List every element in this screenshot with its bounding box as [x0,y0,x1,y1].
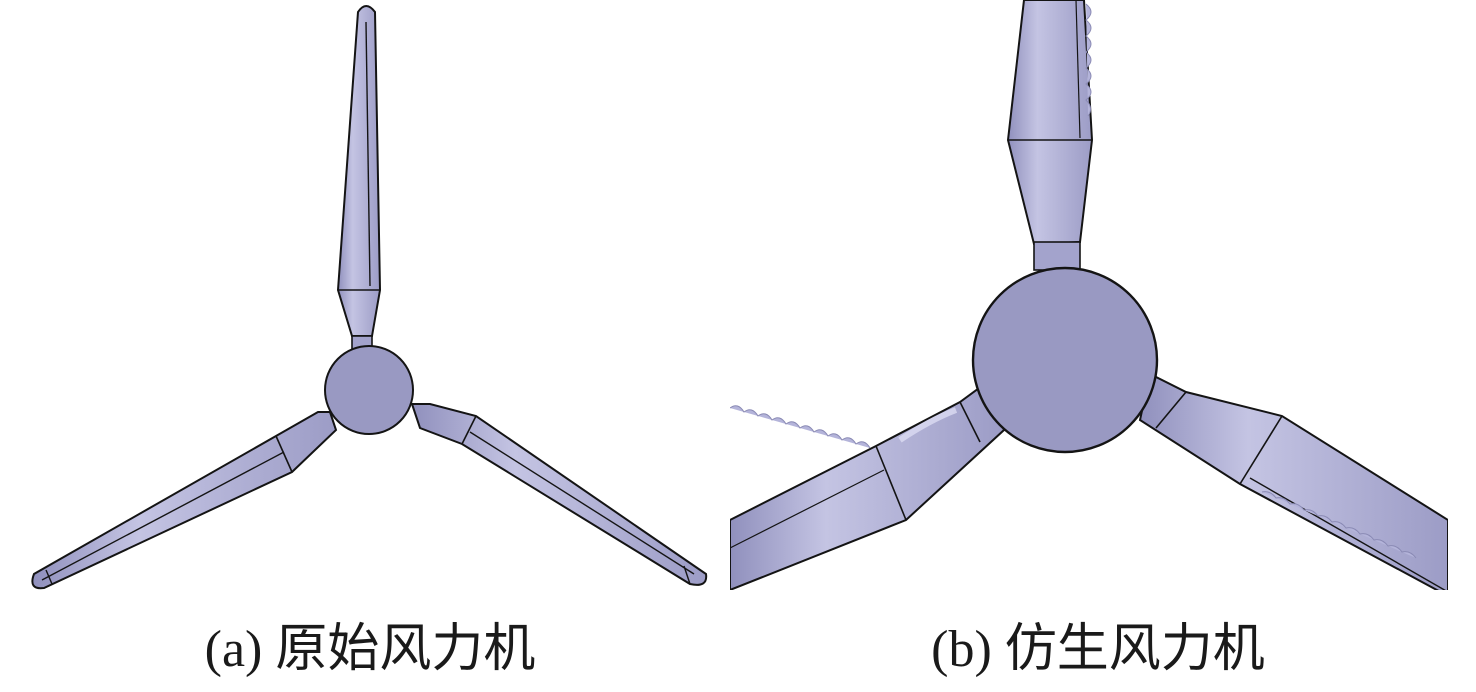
blade-lower-left [31,411,338,590]
original-turbine-drawing [31,5,708,590]
blade-top [336,5,382,351]
hub [324,345,414,435]
bionic-blade-top [1006,0,1094,271]
turbine-illustrations [31,0,1448,590]
caption-original-turbine: (a) 原始风力机 [204,621,536,678]
bionic-hub [971,266,1159,454]
caption-bionic-turbine: (b) 仿生风力机 [931,621,1265,678]
bionic-turbine-drawing [730,0,1448,590]
bionic-blade-right [1138,372,1448,590]
blade-lower-right [410,403,708,586]
bionic-blade-left [730,378,1006,590]
